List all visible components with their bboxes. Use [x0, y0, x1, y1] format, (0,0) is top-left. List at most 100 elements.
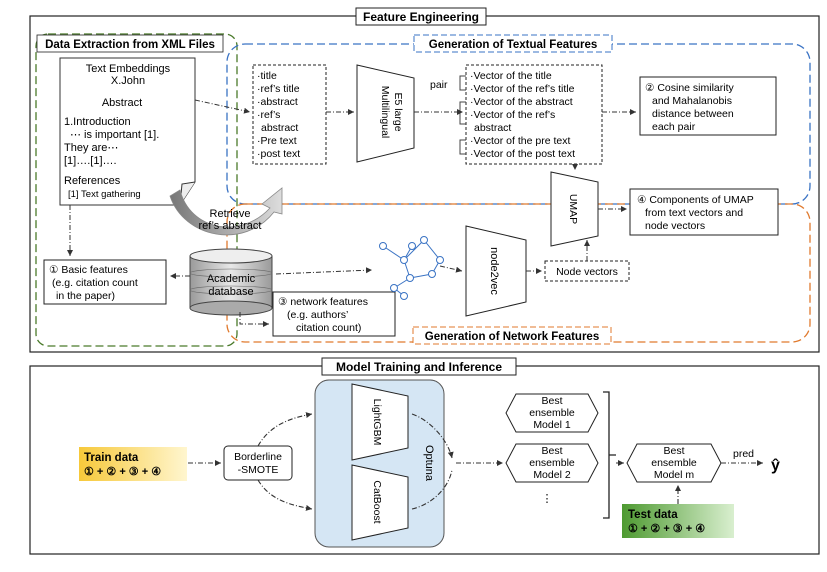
database-label-2: database — [208, 286, 253, 298]
final-model-line-1: Best — [663, 445, 684, 457]
basic-features-line-2: (e.g. citation count — [52, 277, 138, 289]
database-label-1: Academic — [207, 273, 256, 285]
training-title-box — [321, 357, 517, 376]
doc-refs-title: References — [64, 175, 121, 187]
node2vec-label: node2vec — [488, 247, 500, 295]
input-refs-title: ·ref’s title — [257, 83, 300, 95]
e5-model-label-2: E5 large — [392, 92, 404, 131]
data-extraction-title-box — [36, 34, 224, 53]
umap-output-box — [629, 188, 779, 236]
cosine-line-4: each pair — [652, 121, 696, 133]
input-post-text: ·post text — [257, 148, 300, 160]
test-data-formula: ① + ② + ③ + ④ — [628, 523, 705, 535]
textual-features-title-box — [413, 34, 613, 53]
feature-engineering-title-box — [355, 7, 487, 26]
ensemble-model-2-hex — [505, 443, 599, 483]
text-inputs-box — [252, 64, 327, 165]
e5-model-label-1: Multilingual — [379, 86, 391, 139]
vector-pre-text: ·Vector of the pre text — [470, 135, 570, 147]
node-vectors-label: Node vectors — [556, 266, 618, 278]
smote-line-2: -SMOTE — [238, 464, 279, 476]
test-data-box — [622, 504, 734, 538]
umap-output-line-2: from text vectors and — [645, 207, 743, 219]
pair-label: pair — [430, 79, 448, 91]
doc-ref1: [1] Text gathering — [68, 189, 141, 200]
train-data-title: Train data — [84, 452, 139, 464]
ensemble-1-line-2: ensemble — [529, 407, 575, 419]
ensemble-model-1-hex — [505, 393, 599, 433]
feature-engineering-title: Feature Engineering — [363, 10, 479, 24]
optuna-label: Optuna — [423, 445, 435, 482]
textual-features-region — [226, 43, 811, 205]
basic-features-box — [43, 259, 167, 305]
network-features-line-2: (e.g. authors’ — [287, 309, 348, 321]
ensemble-bracket — [603, 391, 616, 519]
e5-model-block — [356, 64, 415, 163]
doc-line1: ⋯ is important [1]. — [70, 129, 159, 141]
lightgbm-label: LightGBM — [371, 399, 383, 446]
input-refs: ·ref’s — [257, 109, 280, 121]
vector-refs-title: ·Vector of the ref’s title — [470, 83, 575, 95]
input-pre-text: ·Pre text — [257, 135, 297, 147]
pred-label: pred — [733, 448, 754, 460]
network-features-title: Generation of Network Features — [425, 331, 599, 343]
vector-refs: ·Vector of the ref’s — [470, 109, 555, 121]
feature-flow-arrows — [67, 99, 636, 327]
retrieve-label-2: ref’s abstract — [199, 220, 262, 232]
final-model-line-2: ensemble — [651, 457, 697, 469]
ensemble-2-line-3: Model 2 — [533, 469, 571, 481]
cosine-line-1: ② Cosine similarity — [645, 82, 735, 94]
umap-output-line-1: ④ Components of UMAP — [637, 194, 754, 206]
train-data-box — [79, 447, 187, 481]
ensemble-2-line-2: ensemble — [529, 457, 575, 469]
doc-heading1: Text Embeddings — [86, 63, 171, 75]
training-title: Model Training and Inference — [336, 360, 502, 374]
retrieve-label-1: Retrieve — [210, 208, 251, 220]
umap-output-line-3: node vectors — [645, 220, 705, 232]
network-features-line-3: citation count) — [296, 322, 361, 334]
database-icon — [189, 248, 273, 316]
node2vec-block — [465, 225, 527, 317]
cosine-line-2: and Mahalanobis — [652, 95, 732, 107]
catboost-block — [351, 464, 409, 541]
vector-refs-abstract: abstract — [474, 122, 511, 134]
ensemble-ellipsis: ⋮ — [542, 493, 553, 505]
cosine-similarity-box — [639, 76, 777, 136]
vectors-box — [465, 64, 603, 165]
ensemble-1-line-3: Model 1 — [533, 419, 571, 431]
umap-label: UMAP — [567, 194, 579, 224]
network-features-title-box — [412, 326, 612, 345]
retrieve-curved-arrow — [169, 187, 283, 236]
input-abstract: ·abstract — [257, 96, 298, 108]
doc-line3: [1]….[1]…. — [64, 155, 117, 167]
training-flow-arrows — [188, 412, 763, 511]
data-extraction-region — [35, 33, 238, 347]
catboost-label: CatBoost — [371, 480, 383, 523]
final-model-hex — [626, 443, 722, 483]
basic-features-line-3: in the paper) — [56, 290, 115, 302]
input-refs-abstract: abstract — [261, 122, 298, 134]
pair-bracket-3 — [459, 139, 466, 155]
optuna-region — [314, 379, 445, 548]
ensemble-2-line-1: Best — [541, 445, 562, 457]
network-features-box — [272, 291, 396, 337]
y-hat: ŷ — [771, 457, 780, 474]
ensemble-1-line-1: Best — [541, 395, 562, 407]
network-features-line-1: ③ network features — [278, 296, 368, 308]
pair-bracket-1 — [459, 75, 466, 91]
umap-block — [550, 171, 599, 247]
final-model-line-3: Model m — [654, 469, 695, 481]
vector-title: ·Vector of the title — [470, 70, 552, 82]
doc-line2: They are⋯ — [64, 142, 118, 154]
basic-features-line-1: ① Basic features — [49, 264, 128, 276]
textual-features-title: Generation of Textual Features — [429, 39, 598, 51]
doc-intro: 1.Introduction — [64, 116, 131, 128]
citation-graph-icon — [379, 236, 444, 300]
doc-heading2: X.John — [111, 75, 145, 87]
test-data-title: Test data — [628, 509, 678, 521]
pair-bracket-2 — [459, 101, 466, 125]
doc-abstract: Abstract — [102, 97, 142, 109]
train-data-formula: ① + ② + ③ + ④ — [84, 466, 161, 478]
smote-line-1: Borderline — [234, 451, 282, 463]
